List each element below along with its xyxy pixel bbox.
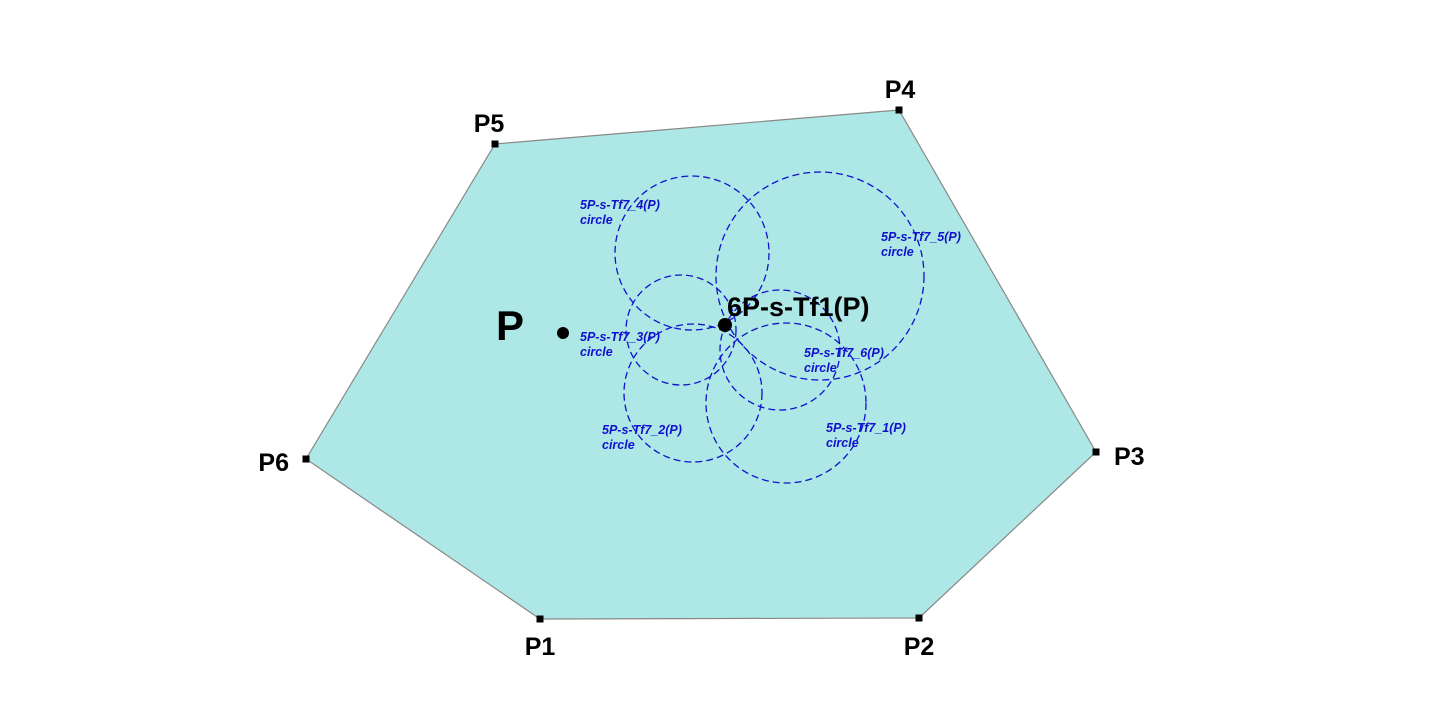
circle-label-5P-s-Tf7_2: 5P-s-Tf7_2(P)circle [602,423,682,452]
circle-label-5P-s-Tf7_5: 5P-s-Tf7_5(P)circle [881,230,961,259]
circle-5P-s-Tf7_2[interactable] [623,323,763,463]
circle-label-5P-s-Tf7_6: 5P-s-Tf7_6(P)circle [804,346,884,375]
circles-group [614,171,925,484]
circle-label-5P-s-Tf7_4: 5P-s-Tf7_4(P)circle [580,198,660,227]
vertex-marker-P4[interactable] [895,106,903,114]
circle-label-line1: 5P-s-Tf7_3(P) [580,330,660,344]
point-label-6P-s-Tf1(P): 6P-s-Tf1(P) [727,292,870,322]
circle-label-line1: 5P-s-Tf7_5(P) [881,230,961,244]
circle-5P-s-Tf7_1[interactable] [705,322,867,484]
circle-label-line1: 5P-s-Tf7_6(P) [804,346,884,360]
circle-label-5P-s-Tf7_3: 5P-s-Tf7_3(P)circle [580,330,660,359]
circle-labels-group: 5P-s-Tf7_1(P)circle5P-s-Tf7_2(P)circle5P… [580,198,961,452]
vertex-label-P6: P6 [258,449,289,477]
circle-5P-s-Tf7_4[interactable] [614,175,770,331]
vertex-marker-P3[interactable] [1092,448,1100,456]
vertex-label-P5: P5 [474,110,505,138]
vertex-marker-P5[interactable] [491,140,499,148]
circle-label-line2: circle [602,438,635,452]
vertex-label-P4: P4 [885,76,916,104]
marked-points-group: P 6P-s-Tf1(P) [496,292,870,349]
circle-label-line2: circle [804,361,837,375]
circle-5P-s-Tf7_3[interactable] [625,274,737,386]
circle-label-line2: circle [580,213,613,227]
vertex-label-P2: P2 [904,633,935,661]
point-marker-6P-s-Tf1(P)[interactable] [718,318,732,332]
circle-label-line1: 5P-s-Tf7_2(P) [602,423,682,437]
point-label-P: P [496,302,524,349]
point-marker-P[interactable] [557,327,569,339]
vertex-marker-P1[interactable] [536,615,544,623]
circle-label-line2: circle [826,436,859,450]
vertex-label-P1: P1 [525,633,556,661]
circle-5P-s-Tf7_6[interactable] [719,289,841,411]
circle-5P-s-Tf7_5[interactable] [715,171,925,381]
circle-label-line2: circle [881,245,914,259]
circle-label-line1: 5P-s-Tf7_1(P) [826,421,906,435]
vertex-label-P3: P3 [1114,443,1145,471]
circle-label-5P-s-Tf7_1: 5P-s-Tf7_1(P)circle [826,421,906,450]
hexagon-polygon[interactable] [305,109,1097,620]
vertex-marker-P6[interactable] [302,455,310,463]
circle-label-line2: circle [580,345,613,359]
circle-label-line1: 5P-s-Tf7_4(P) [580,198,660,212]
vertex-marker-P2[interactable] [915,614,923,622]
